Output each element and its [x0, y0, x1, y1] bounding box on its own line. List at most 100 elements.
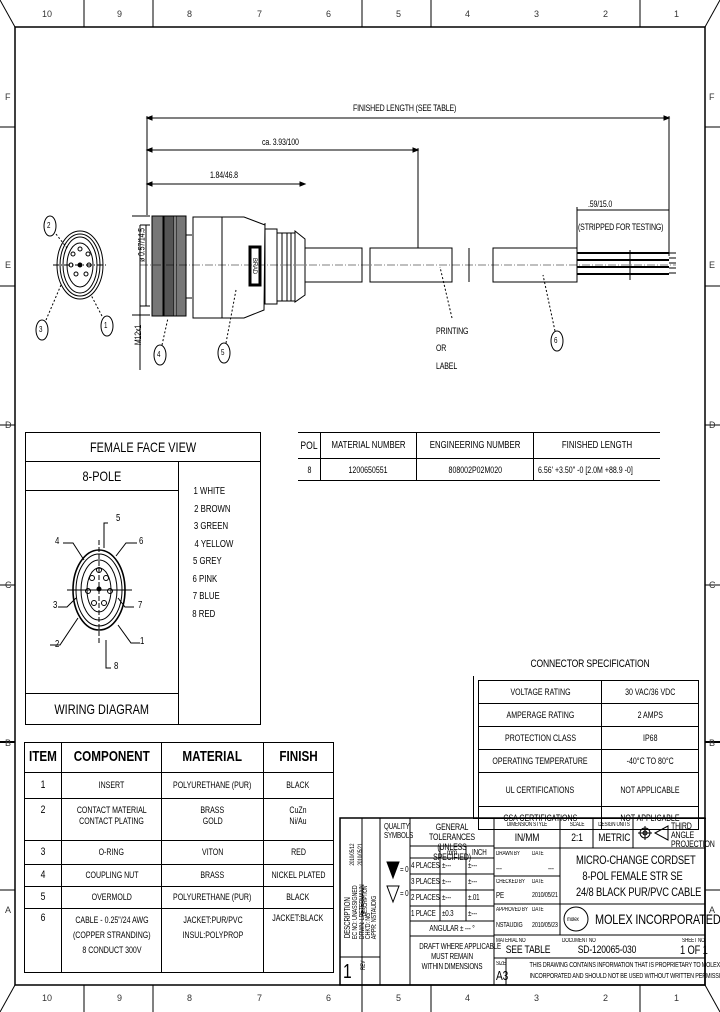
bom-material: JACKET:PUR/PVC [182, 915, 243, 925]
female-face-view-panel: FEMALE FACE VIEW 8-POLE WIRING DIAGRAM 1… [25, 432, 261, 725]
pin-label-6: 6 [139, 536, 144, 547]
material-no-value: SEE TABLE [505, 944, 551, 956]
bom-item: 5 [40, 891, 46, 903]
tol-row-mm: ±--- [442, 861, 452, 870]
zone-col-7-bottom: 7 [257, 993, 263, 1003]
table-row: PROTECTION CLASS IP68 [477, 726, 699, 750]
bom-component: OVERMOLD [91, 892, 132, 902]
document-no-value: SD-120065-030 [577, 944, 637, 956]
pin-label-8: 8 [114, 661, 119, 672]
material-no-label: MATERIAL NO [496, 938, 526, 944]
zone-row-B-right: B [709, 738, 716, 748]
spec-label: PROTECTION CLASS [504, 733, 576, 743]
cell-engineering-number: 808002P02M020 [448, 464, 502, 475]
bom-finish: JACKET:BLACK [272, 913, 324, 923]
revision-rev-label: REV [361, 960, 367, 970]
spec-value: IP68 [642, 733, 658, 743]
pin-label-5: 5 [116, 513, 121, 524]
balloon-4: 4 [157, 350, 161, 359]
bom-component: CONTACT MATERIAL [76, 805, 147, 815]
tol-row-inch: ±.01 [468, 893, 480, 902]
wire-color: 3 GREEN [193, 521, 229, 532]
quality-mark-1: = 0 [400, 865, 409, 874]
proprietary-notice-2: INCORPORATED AND SHOULD NOT BE USED WITH… [529, 973, 720, 980]
tol-row-label: 1 PLACE [411, 909, 436, 918]
wire-color: 1 WHITE [193, 486, 226, 497]
zone-col-2: 2 [603, 9, 609, 19]
bom-component: INSERT [98, 780, 125, 790]
approved-date-label: DATE [532, 907, 544, 913]
bom-material: VITON [201, 847, 224, 857]
cell-pol: 8 [307, 464, 311, 475]
bom-header-component: COMPONENT [73, 748, 150, 765]
zone-col-6: 6 [326, 9, 332, 19]
bom-material: BRASS [200, 870, 225, 880]
drawn-by: --- [496, 864, 502, 873]
spec-label: OPERATING TEMPERATURE [492, 756, 588, 766]
bom-item: 1 [40, 779, 46, 791]
bom-item: 3 [40, 846, 46, 858]
zone-col-9-bottom: 9 [117, 993, 123, 1003]
zone-col-9: 9 [117, 9, 123, 19]
draft-note-1: DRAFT WHERE APPLICABLE [419, 942, 502, 951]
pin-label-4: 4 [55, 536, 60, 547]
zone-row-D-right: D [709, 420, 716, 430]
bill-of-materials: ITEM COMPONENT MATERIAL FINISH 1 INSERT … [24, 742, 334, 973]
printing-label-1: PRINTING [436, 326, 469, 336]
approved-date: 2010/05/23 [532, 922, 558, 929]
wiring-diagram-label: WIRING DIAGRAM [54, 701, 150, 717]
stripped-length-dimension: .59/15.0 [588, 199, 613, 209]
tol-row-label: 2 PLACES [411, 893, 440, 902]
table-row: 4 COUPLING NUT BRASS NICKEL PLATED [24, 864, 334, 887]
quality-symbols-label: QUALITY SYMBOLS [384, 822, 414, 840]
approved-by-label: APPROVED BY [496, 907, 528, 913]
tol-row-label: 3 PLACES [411, 877, 440, 886]
bom-header-finish: FINISH [279, 748, 318, 765]
zone-col-3-bottom: 3 [534, 993, 540, 1003]
zone-col-5-bottom: 5 [396, 993, 402, 1003]
tol-row-label: 4 PLACES [411, 861, 440, 870]
projection-label: THIRD ANGLE PROJECTION [671, 821, 715, 849]
pole-label: 8-POLE [82, 468, 122, 484]
cordset-drawing [35, 115, 676, 370]
drawing-title-line-1: MICRO-CHANGE CORDSET [575, 853, 696, 867]
wire-color: 7 BLUE [192, 591, 220, 602]
zone-row-E-right: E [709, 260, 716, 270]
bom-material: GOLD [202, 816, 223, 826]
proprietary-notice-1: THIS DRAWING CONTAINS INFORMATION THAT I… [529, 962, 720, 969]
pin-label-1: 1 [140, 636, 145, 647]
tol-row-inch: ±--- [468, 861, 478, 870]
pin-label-2: 2 [55, 639, 60, 650]
printing-label-2: OR [436, 343, 447, 353]
checked-by-label: CHECKED BY [496, 879, 525, 885]
bom-item: 6 [40, 912, 46, 924]
zone-col-8-bottom: 8 [187, 993, 193, 1003]
tol-row-mm: ±--- [442, 893, 452, 902]
ca-length-dimension: ca. 3.93/100 [262, 137, 299, 147]
scale-label: SCALE [569, 822, 585, 828]
zone-col-4-bottom: 4 [465, 993, 471, 1003]
approved-by: NSTAUDIG [496, 922, 523, 929]
zone-col-10-bottom: 10 [42, 993, 53, 1003]
table-row: 5 OVERMOLD POLYURETHANE (PUR) BLACK [24, 886, 334, 909]
bom-header-material: MATERIAL [182, 748, 243, 765]
spec-value: NOT APPLICABLE [620, 784, 680, 795]
zone-col-7: 7 [257, 9, 263, 19]
stripped-note: (STRIPPED FOR TESTING) [578, 222, 664, 232]
zone-col-6-bottom: 6 [326, 993, 332, 1003]
drawing-title-line-2: 8-POL FEMALE STR SE [582, 869, 683, 883]
balloon-6: 6 [554, 336, 558, 345]
bom-component: CONTACT PLATING [79, 816, 144, 826]
wire-color: 8 RED [192, 608, 216, 620]
bom-material: POLYURETHANE (PUR) [173, 892, 252, 902]
zone-row-F: F [5, 92, 11, 102]
balloon-5: 5 [221, 348, 225, 357]
short-length-dimension: 1.84/46.8 [210, 170, 238, 180]
revision-approved: APPR: NSTAUDIG [371, 895, 378, 940]
bom-header-item: ITEM [28, 748, 57, 765]
pin-label-7: 7 [138, 600, 143, 611]
tol-row-mm: ±0.3 [442, 909, 454, 918]
